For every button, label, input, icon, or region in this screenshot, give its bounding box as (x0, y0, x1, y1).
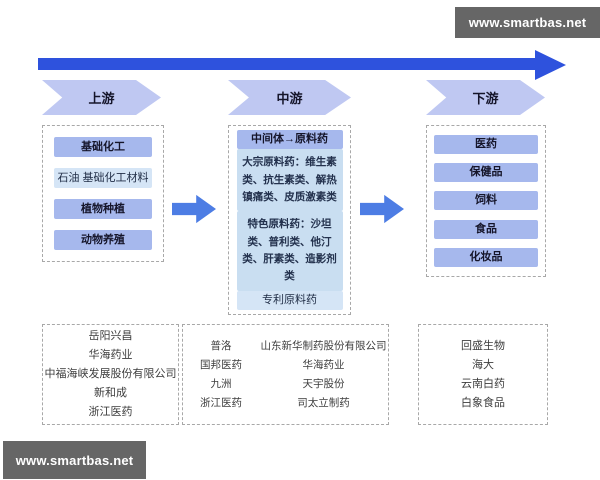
upstream-item: 动物养殖 (54, 230, 152, 250)
midstream-bulk-api: 大宗原料药：维生素类、抗生素类、解热镇痛类、皮质激素类 (236, 149, 343, 212)
company-name: 浙江医药 (200, 396, 242, 409)
company-name: 国邦医药 (200, 358, 242, 371)
stage-chevron-upstream: 上游 (42, 80, 161, 115)
stage-chevron-midstream: 中游 (228, 80, 351, 115)
main-flow-arrow-icon (38, 50, 566, 80)
watermark-top-right: www.smartbas.net (455, 7, 600, 38)
downstream-item: 食品 (434, 219, 538, 239)
company-name: 白象食品 (461, 396, 505, 409)
downstream-item: 化妆品 (434, 247, 538, 267)
upstream-item: 植物种植 (54, 199, 152, 219)
downstream-categories-box: 医药 保健品 饲料 食品 化妆品 (426, 125, 546, 277)
downstream-companies-box: 回盛生物 海大 云南白药 白象食品 (418, 324, 548, 425)
arrow-midstream-to-downstream-icon (360, 194, 404, 224)
downstream-item: 饲料 (434, 191, 538, 211)
midstream-companies-box: 普洛 山东新华制药股份有限公司 国邦医药 华海药业 九洲 天宇股份 浙江医药 司… (182, 324, 389, 425)
upstream-categories-box: 基础化工 石油 基础化工材料 植物种植 动物养殖 (42, 125, 164, 262)
company-name: 中福海峡发展股份有限公司 (44, 368, 177, 380)
company-name: 岳阳兴昌 (88, 330, 133, 342)
downstream-item: 保健品 (434, 163, 538, 183)
company-name: 海大 (472, 358, 494, 371)
company-name: 司太立制药 (297, 396, 350, 409)
midstream-specialty-api: 特色原料药：沙坦类、普利类、他汀类、肝素类、造影剂类 (236, 211, 343, 291)
upstream-item: 基础化工 (54, 137, 152, 157)
company-name: 华海药业 (302, 358, 345, 371)
company-name: 山东新华制药股份有限公司 (260, 339, 387, 352)
company-name: 普洛 (210, 339, 232, 352)
midstream-header: 中间体→原料药 (236, 130, 343, 150)
midstream-patent-api: 专利原料药 (236, 290, 343, 310)
company-name: 华海药业 (88, 349, 133, 361)
midstream-categories-box: 中间体→原料药 大宗原料药：维生素类、抗生素类、解热镇痛类、皮质激素类 特色原料… (228, 125, 351, 315)
company-name: 天宇股份 (302, 377, 345, 390)
downstream-item: 医药 (434, 135, 538, 155)
company-name: 云南白药 (461, 377, 505, 390)
watermark-bottom-left: www.smartbas.net (3, 441, 146, 479)
upstream-item: 石油 基础化工材料 (54, 168, 152, 188)
company-name: 浙江医药 (88, 406, 133, 418)
stage-chevron-downstream: 下游 (426, 80, 545, 115)
upstream-companies-box: 岳阳兴昌 华海药业 中福海峡发展股份有限公司 新和成 浙江医药 (42, 324, 179, 425)
company-name: 九洲 (210, 377, 232, 390)
company-name: 回盛生物 (461, 339, 505, 352)
arrow-upstream-to-midstream-icon (172, 194, 216, 224)
company-name: 新和成 (94, 387, 127, 399)
